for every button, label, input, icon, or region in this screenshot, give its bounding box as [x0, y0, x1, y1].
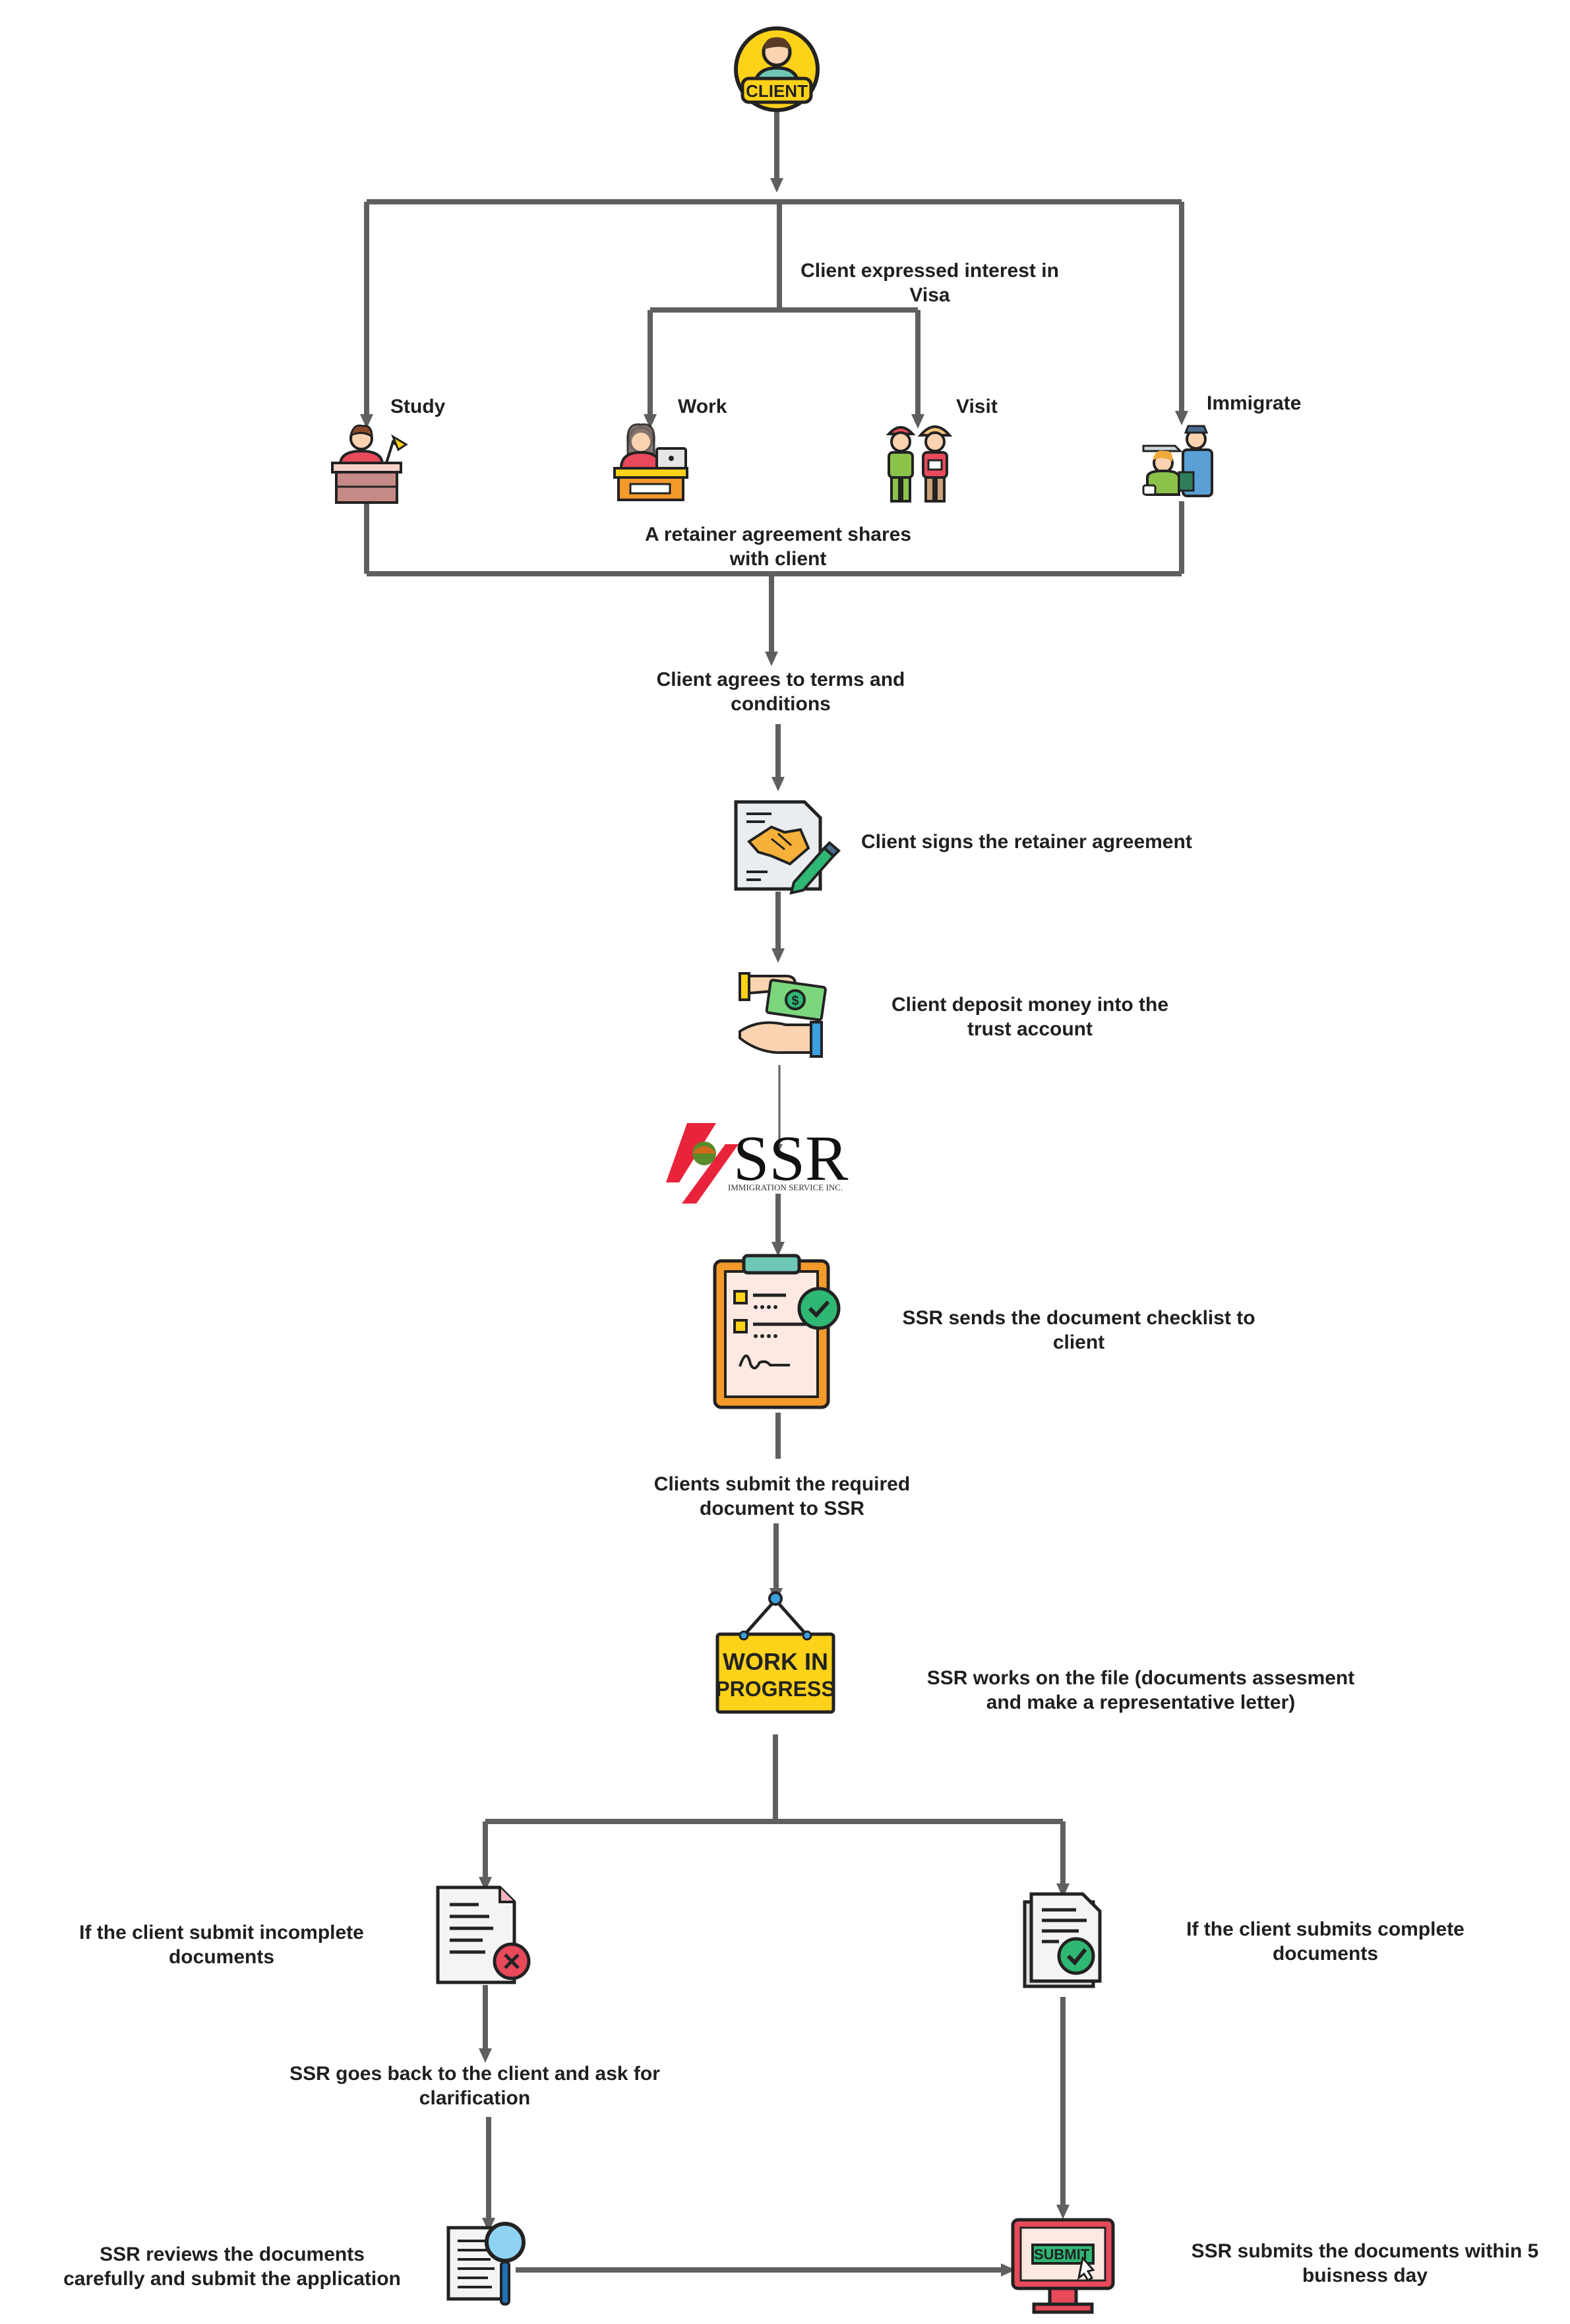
- clipboard-checklist-icon: [713, 1254, 841, 1409]
- immigrate-label: Immigrate: [1207, 392, 1302, 414]
- tourists-icon: [886, 425, 953, 503]
- ssr-logo-name: SSR: [733, 1123, 849, 1194]
- submit-required-label: Clients submit the required document to …: [653, 1473, 911, 1519]
- wip-label: SSR works on the file (documents assesme…: [926, 1667, 1355, 1713]
- laptop-worker-icon: [613, 423, 688, 501]
- deposit-label: Client deposit money into the trust acco…: [891, 994, 1169, 1040]
- wip-sign-line1: WORK IN: [723, 1648, 828, 1675]
- ssr-logo-icon: SSR IMMIGRATION SERVICE INC.: [666, 1123, 849, 1204]
- money-hand-icon: $: [739, 972, 827, 1058]
- retainer-shared-label: A retainer agreement shares with client: [644, 524, 912, 570]
- submits-label: SSR submits the documents within 5 buisn…: [1191, 2240, 1539, 2286]
- incomplete-label: If the client submit incomplete document…: [79, 1922, 364, 1968]
- study-label: Study: [390, 396, 446, 417]
- student-desk-icon: [331, 424, 408, 504]
- ssr-logo-tagline: IMMIGRATION SERVICE INC.: [728, 1182, 843, 1192]
- monitor-submit-icon: SUBMIT: [1011, 2218, 1115, 2314]
- client-badge-icon: CLIENT: [734, 26, 820, 112]
- monitor-submit-text: SUBMIT: [1034, 2246, 1090, 2263]
- document-rejected-icon: [436, 1885, 531, 1984]
- document-approved-icon: [1023, 1892, 1102, 1988]
- clarification-label: SSR goes back to the client and ask for …: [289, 2063, 660, 2109]
- work-in-progress-sign-icon: WORK IN PROGRESS: [715, 1591, 835, 1714]
- visit-label: Visit: [956, 396, 998, 417]
- svg-text:$: $: [791, 994, 799, 1008]
- client-badge-text: CLIENT: [746, 81, 808, 101]
- wip-sign-line2: PROGRESS: [715, 1677, 835, 1701]
- interest-label: Client expressed interest in Visa: [800, 260, 1059, 306]
- checklist-label: SSR sends the document checklist to clie…: [902, 1307, 1255, 1353]
- work-label: Work: [678, 396, 727, 417]
- connectors: [360, 111, 1188, 2277]
- agrees-label: Client agrees to terms and conditions: [656, 669, 905, 715]
- signs-label: Client signs the retainer agreement: [861, 831, 1192, 853]
- contract-handshake-icon: [734, 800, 841, 895]
- immigration-officer-icon: [1142, 425, 1213, 497]
- review-label: SSR reviews the documents carefully and …: [63, 2244, 401, 2290]
- document-search-icon: [446, 2222, 526, 2306]
- complete-label: If the client submits complete documents: [1186, 1918, 1464, 1965]
